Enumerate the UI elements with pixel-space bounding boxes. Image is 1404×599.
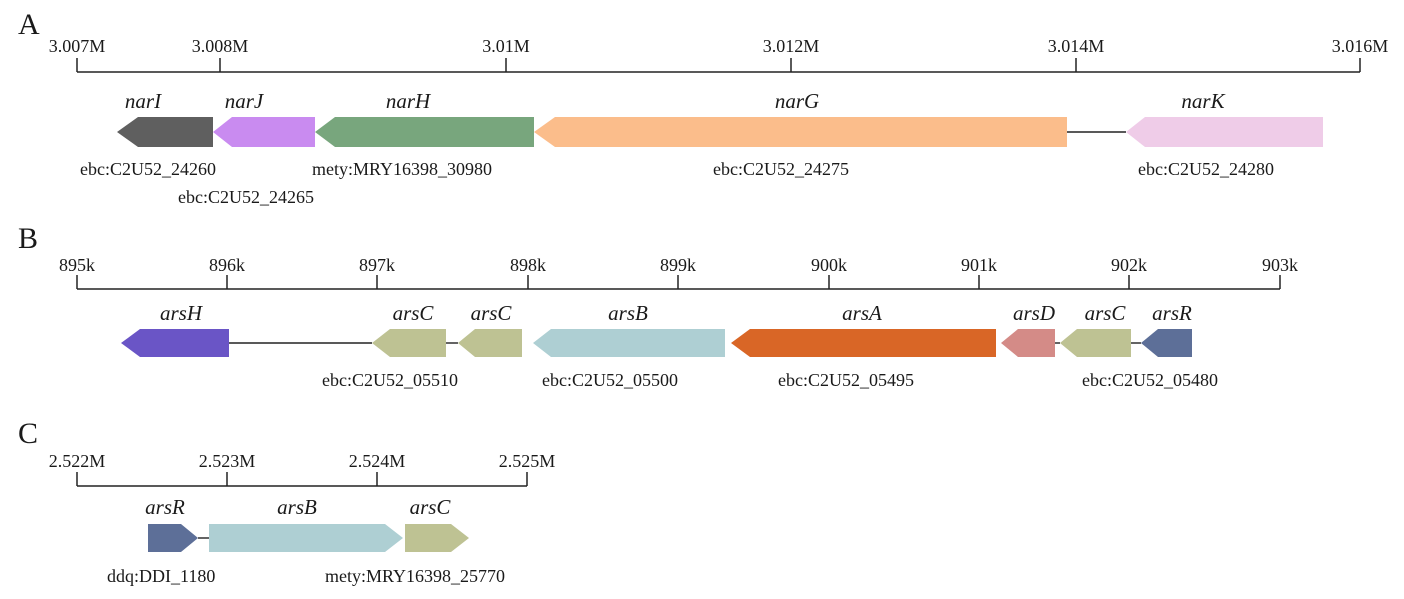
gene-name: narG — [775, 89, 819, 113]
gene-name: arsC — [1085, 301, 1127, 325]
axis-ticks-c — [76, 472, 528, 486]
panel-letter-b: B — [18, 222, 38, 255]
tick-label: 3.012M — [763, 36, 820, 56]
locus-label: ebc:C2U52_05480 — [1082, 370, 1218, 390]
gene-arrow-arsh — [121, 329, 229, 357]
locus-labels-b: ebc:C2U52_05510 ebc:C2U52_05500 ebc:C2U5… — [322, 370, 1218, 390]
gene-arrow-arsr — [1141, 329, 1192, 357]
gene-arrow-nark — [1126, 117, 1323, 147]
gene-arrow-arsc-1 — [372, 329, 446, 357]
tick-label: 895k — [59, 255, 95, 275]
gene-name: arsC — [410, 495, 452, 519]
gene-arrow-arsr-c — [148, 524, 198, 552]
gene-name: arsB — [608, 301, 648, 325]
gene-names-c: arsR arsB arsC — [145, 495, 451, 519]
panel-c: C 2.522M 2.523M 2.524M 2.525M arsR arsB … — [18, 417, 555, 586]
gene-name: arsH — [160, 301, 204, 325]
tick-label: 2.522M — [49, 451, 106, 471]
gene-name: arsR — [1152, 301, 1192, 325]
tick-label: 898k — [510, 255, 546, 275]
gene-arrow-arsa — [731, 329, 996, 357]
gene-arrow-arsc-2 — [458, 329, 522, 357]
tick-label: 900k — [811, 255, 847, 275]
locus-label: ddq:DDI_1180 — [107, 566, 215, 586]
gene-arrow-arsb — [533, 329, 725, 357]
gene-name: arsD — [1013, 301, 1055, 325]
locus-labels-c: ddq:DDI_1180 mety:MRY16398_25770 — [107, 566, 505, 586]
gene-arrow-arsc-3 — [1060, 329, 1131, 357]
panel-b: B 895k 896k 897k 898k 899k 900k 901k 902… — [18, 222, 1298, 390]
tick-label: 896k — [209, 255, 245, 275]
panel-a: A 3.007M 3.008M 3.01M 3.012M 3.014M 3.01… — [18, 8, 1388, 207]
gene-name: arsC — [471, 301, 513, 325]
panel-letter-a: A — [18, 8, 40, 41]
gene-name: arsC — [393, 301, 435, 325]
gene-arrow-arsc-c — [405, 524, 469, 552]
axis-tick-labels-a: 3.007M 3.008M 3.01M 3.012M 3.014M 3.016M — [49, 36, 1389, 56]
gene-name: narH — [386, 89, 432, 113]
gene-arrow-arsd — [1001, 329, 1055, 357]
gene-name: arsA — [842, 301, 882, 325]
locus-label: ebc:C2U52_24260 — [80, 159, 216, 179]
tick-label: 3.007M — [49, 36, 106, 56]
tick-label: 899k — [660, 255, 696, 275]
locus-label: ebc:C2U52_05500 — [542, 370, 678, 390]
locus-label: ebc:C2U52_24275 — [713, 159, 849, 179]
locus-label: ebc:C2U52_24265 — [178, 187, 314, 207]
tick-label: 2.524M — [349, 451, 406, 471]
gene-name: arsR — [145, 495, 185, 519]
gene-arrow-narh — [315, 117, 534, 147]
axis-tick-labels-c: 2.522M 2.523M 2.524M 2.525M — [49, 451, 556, 471]
locus-labels-a: ebc:C2U52_24260 ebc:C2U52_24265 mety:MRY… — [80, 159, 1274, 207]
axis-tick-labels-b: 895k 896k 897k 898k 899k 900k 901k 902k … — [59, 255, 1298, 275]
tick-label: 2.523M — [199, 451, 256, 471]
gene-name: narK — [1181, 89, 1225, 113]
tick-label: 2.525M — [499, 451, 556, 471]
locus-label: mety:MRY16398_30980 — [312, 159, 492, 179]
locus-label: ebc:C2U52_05510 — [322, 370, 458, 390]
gene-arrow-nari — [117, 117, 213, 147]
locus-label: ebc:C2U52_24280 — [1138, 159, 1274, 179]
tick-label: 901k — [961, 255, 997, 275]
tick-label: 3.008M — [192, 36, 249, 56]
tick-label: 902k — [1111, 255, 1147, 275]
gene-arrow-arsb-c — [209, 524, 403, 552]
tick-label: 897k — [359, 255, 395, 275]
panel-letter-c: C — [18, 417, 38, 450]
gene-name: arsB — [277, 495, 317, 519]
locus-label: mety:MRY16398_25770 — [325, 566, 505, 586]
axis-ticks-b — [76, 275, 1281, 289]
axis-ticks-a — [76, 58, 1361, 72]
locus-label: ebc:C2U52_05495 — [778, 370, 914, 390]
gene-arrow-narj — [213, 117, 315, 147]
gene-names-a: narI narJ narH narG narK — [125, 89, 1226, 113]
tick-label: 3.014M — [1048, 36, 1105, 56]
tick-label: 903k — [1262, 255, 1298, 275]
tick-label: 3.01M — [482, 36, 530, 56]
gene-name: narJ — [225, 89, 265, 113]
gene-names-b: arsH arsC arsC arsB arsA arsD arsC arsR — [160, 301, 1192, 325]
gene-arrow-narg — [534, 117, 1067, 147]
tick-label: 3.016M — [1332, 36, 1389, 56]
gene-name: narI — [125, 89, 162, 113]
